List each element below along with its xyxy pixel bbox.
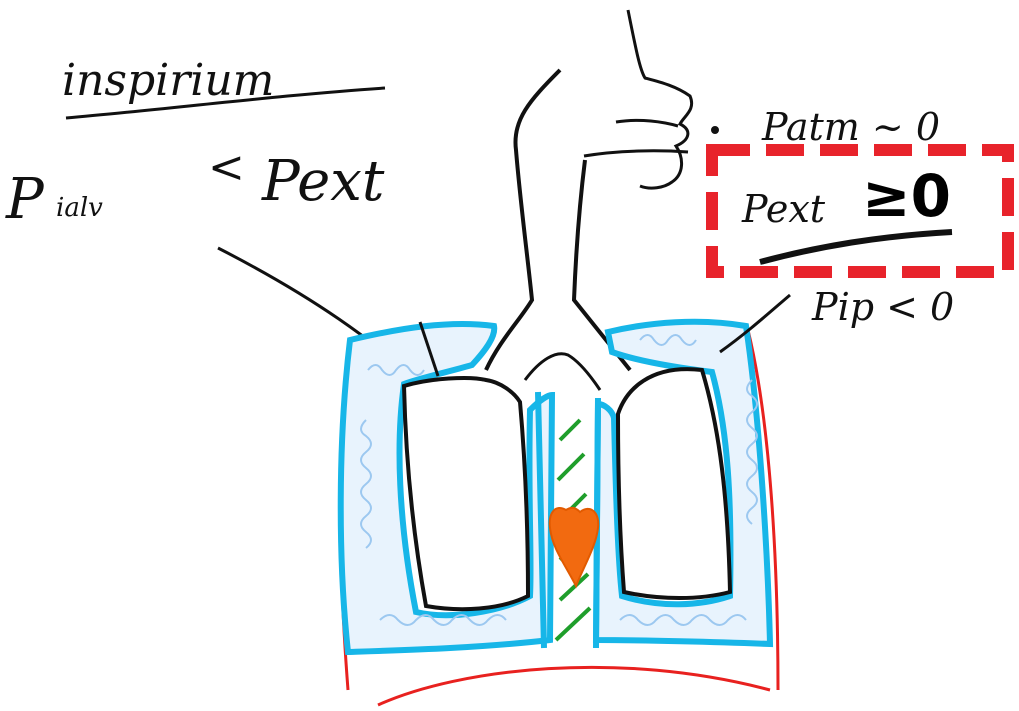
p-ext-underline <box>760 232 952 262</box>
lip-line <box>584 151 688 156</box>
p-ext-left-label: Pext <box>261 149 385 214</box>
heart <box>550 508 599 586</box>
p-ialv-subscript: ialv <box>56 193 103 223</box>
p-ip-label: Pip < 0 <box>811 285 954 329</box>
right-lung <box>618 369 730 598</box>
carina <box>525 354 600 390</box>
bullet-dot <box>711 126 719 134</box>
title-text: inspirium <box>62 55 274 106</box>
p-ext-right-label: Pext <box>741 187 826 231</box>
left-lung <box>404 378 528 609</box>
p-atm-label: Patm ~ 0 <box>761 105 940 149</box>
mouth-line <box>616 120 678 126</box>
less-than-sign: < <box>208 142 245 193</box>
left-pressure-relation: P ialv < Pext <box>5 142 385 232</box>
face-profile <box>628 10 692 188</box>
p-ext-relation: ≥0 <box>862 162 951 230</box>
p-ialv-symbol: P <box>5 167 45 232</box>
diaphragm <box>378 667 770 705</box>
airway-left-wall <box>486 70 560 370</box>
